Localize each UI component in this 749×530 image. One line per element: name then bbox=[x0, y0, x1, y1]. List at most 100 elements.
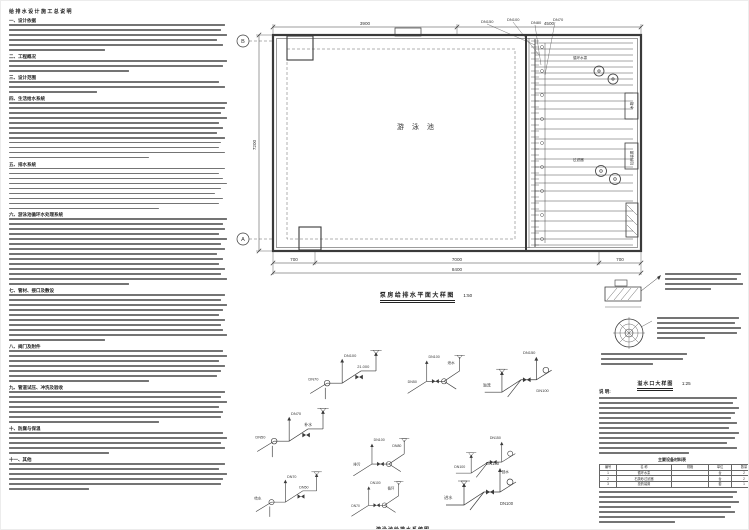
notes-section-heading: 七、管材、接口及敷设 bbox=[9, 288, 54, 294]
pipe-label: DN150 bbox=[490, 436, 501, 440]
pump-symbol bbox=[386, 461, 392, 467]
redacted-text-line bbox=[665, 273, 741, 275]
redacted-text-line bbox=[9, 69, 129, 72]
plan-caption-scale: 1:50 bbox=[463, 293, 473, 298]
dim-top-2: 4500 bbox=[544, 21, 555, 26]
redacted-text-line bbox=[9, 294, 225, 297]
pipe-label: 补水 bbox=[304, 422, 312, 427]
equipment-table-cell bbox=[671, 481, 709, 488]
elevation-mark bbox=[458, 480, 470, 486]
redacted-text-line bbox=[9, 131, 217, 134]
redacted-text-line bbox=[9, 136, 225, 139]
elevation-mark bbox=[454, 355, 465, 360]
plan-caption-row: 泵房给排水平面大样图 1:50 bbox=[331, 284, 521, 303]
detail-bracket-drawing bbox=[604, 275, 661, 308]
redacted-text-line bbox=[9, 319, 225, 321]
equipment-table-cell: 套 bbox=[708, 481, 732, 488]
pipe-label: DN70 bbox=[308, 376, 319, 381]
elevation-mark bbox=[317, 408, 329, 413]
redacted-text-line bbox=[9, 375, 217, 377]
elevation-mark bbox=[496, 368, 508, 374]
flow-arrow-icon bbox=[370, 443, 374, 448]
redacted-text-line bbox=[9, 248, 225, 251]
redacted-text-line bbox=[9, 482, 221, 485]
redacted-text-line bbox=[9, 146, 219, 149]
notes-section-7: 七、管材、接口及敷设 bbox=[9, 288, 233, 341]
flow-arrow-icon bbox=[367, 486, 371, 490]
dim-bottom-3: 700 bbox=[616, 257, 624, 262]
redacted-text-line bbox=[9, 309, 223, 312]
notes-section-heading: 一、设计依据 bbox=[9, 18, 36, 23]
pipe-label: DN100 bbox=[428, 355, 439, 359]
redacted-text-line bbox=[599, 421, 737, 424]
redacted-text-line bbox=[9, 116, 227, 119]
redacted-text-line bbox=[9, 334, 227, 336]
redacted-text-line bbox=[665, 282, 743, 285]
valve-symbol bbox=[489, 459, 497, 465]
dim-top-1: 3900 bbox=[360, 21, 371, 26]
dim-left-total: 7200 bbox=[252, 139, 257, 150]
redacted-text-line bbox=[599, 426, 729, 429]
redacted-text-line bbox=[9, 253, 217, 256]
detail-caption: 溢水口大样图 bbox=[637, 381, 674, 391]
redacted-text-line bbox=[9, 101, 227, 104]
redacted-text-line bbox=[601, 357, 683, 360]
redacted-text-line bbox=[9, 431, 223, 434]
redacted-text-line bbox=[9, 365, 225, 367]
dim-bottom-1: 700 bbox=[290, 257, 298, 262]
notes-section-heading: 八、阀门及附件 bbox=[9, 344, 41, 350]
flow-arrow-icon bbox=[340, 358, 345, 363]
redacted-text-line bbox=[599, 510, 735, 513]
redacted-text-line bbox=[9, 111, 221, 114]
valve-symbol bbox=[302, 432, 310, 438]
redacted-text-line bbox=[9, 380, 149, 382]
grid-label-a: A bbox=[241, 237, 245, 243]
redacted-text-line bbox=[599, 406, 739, 409]
elevation-mark bbox=[370, 350, 382, 355]
redacted-text-line bbox=[9, 329, 223, 331]
redacted-text-line bbox=[9, 405, 219, 408]
flow-arrow-icon bbox=[283, 479, 288, 484]
redacted-text-line bbox=[599, 411, 735, 414]
redacted-text-line bbox=[9, 85, 225, 88]
redacted-text-line bbox=[9, 299, 221, 302]
redacted-text-line bbox=[9, 273, 221, 276]
redacted-text-line bbox=[601, 353, 687, 355]
elevation-mark bbox=[466, 452, 477, 457]
pipe-label: 溢流 bbox=[483, 381, 491, 387]
pipe-tag-2: DN100 bbox=[507, 17, 520, 22]
redacted-text-line bbox=[9, 420, 159, 423]
redacted-text-line bbox=[9, 38, 217, 41]
pump-symbol bbox=[271, 438, 278, 445]
redacted-text-line bbox=[9, 477, 223, 480]
elevation-mark bbox=[399, 438, 410, 443]
system-caption-row: 游泳池给排水系统图 bbox=[313, 518, 493, 529]
redacted-text-line bbox=[9, 228, 225, 231]
right-notes-bottom-lines bbox=[599, 491, 745, 523]
pump-symbol bbox=[381, 502, 388, 508]
redacted-text-line bbox=[601, 362, 653, 365]
redacted-text-line bbox=[657, 321, 735, 324]
notes-section-4: 四、生活给水系统 bbox=[9, 96, 233, 159]
pipe-label: DN70 bbox=[287, 475, 296, 479]
redacted-text-line bbox=[599, 446, 737, 449]
pipe-label: DN100 bbox=[344, 353, 357, 358]
redacted-text-line bbox=[9, 370, 221, 372]
notes-section-heading: 四、生活给水系统 bbox=[9, 95, 45, 101]
pipe-label: 循环 bbox=[388, 485, 395, 490]
redacted-text-line bbox=[599, 441, 727, 444]
notes-section-10: 十、防腐与保温 bbox=[9, 426, 233, 454]
pump-symbol bbox=[324, 380, 331, 387]
pipe-label: DN100 bbox=[374, 438, 385, 442]
redacted-text-line bbox=[9, 197, 223, 200]
redacted-text-line bbox=[665, 277, 737, 280]
